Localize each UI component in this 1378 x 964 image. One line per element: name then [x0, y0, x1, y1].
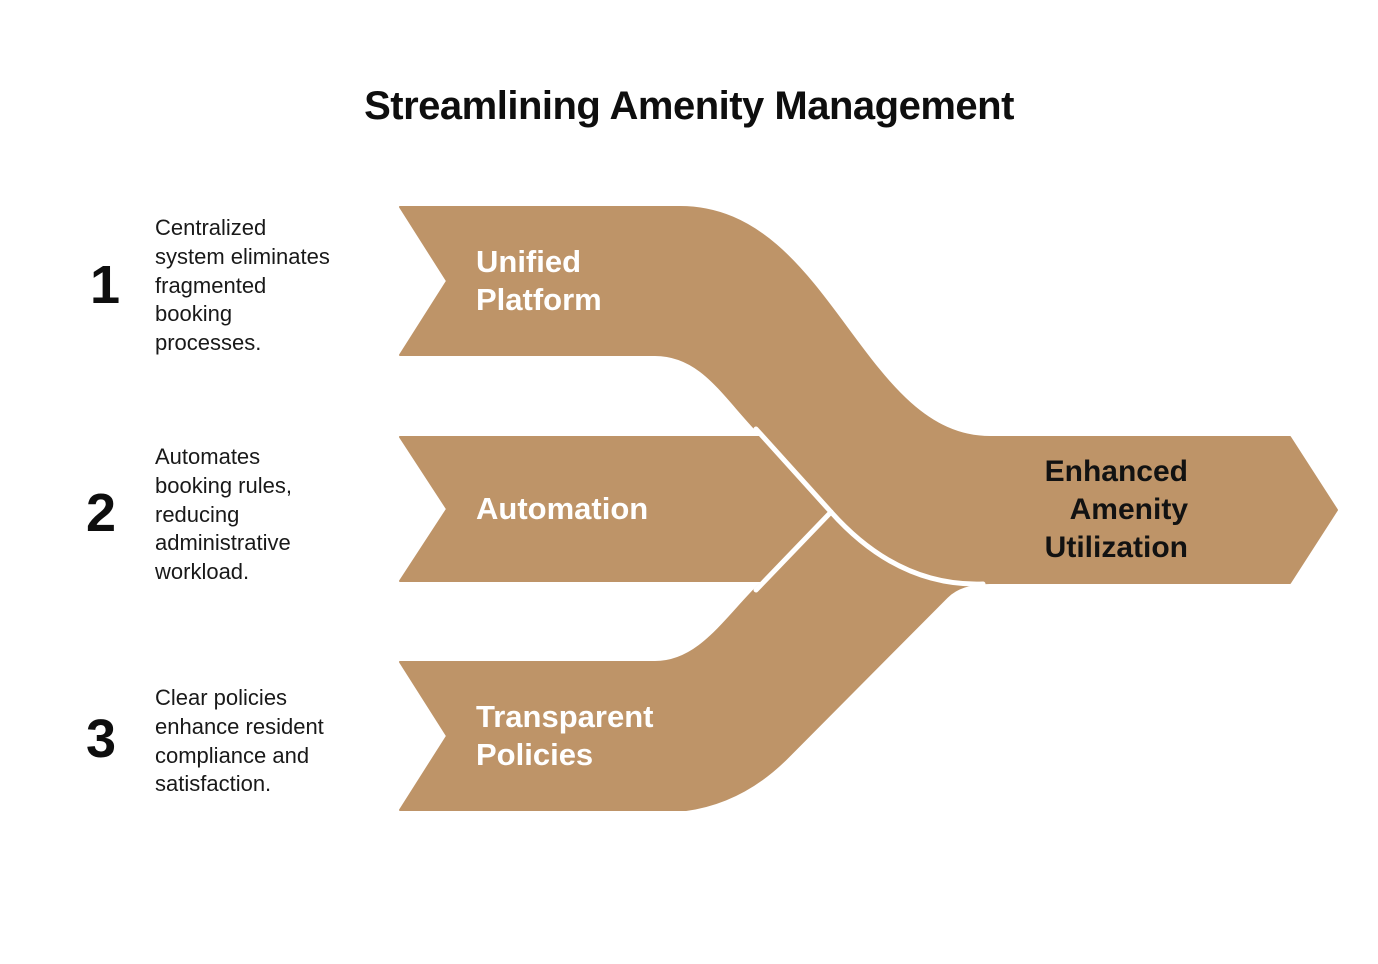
desc-line: booking: [155, 301, 233, 327]
outcome-label-line: Enhanced: [1044, 455, 1188, 488]
step-number-2: 2: [86, 483, 117, 543]
seam-band1-band2: [753, 426, 834, 515]
band-label-automation: Automation: [476, 437, 648, 581]
step-description-3: Clear policies enhance resident complian…: [155, 684, 395, 799]
seam-band2-band3: [753, 509, 834, 593]
step-number-1: 1: [90, 255, 121, 315]
band-label-line: Transparent: [476, 699, 654, 734]
desc-line: administrative: [155, 530, 291, 556]
desc-line: system eliminates: [155, 243, 330, 269]
outcome-label-line: Amenity: [1069, 493, 1188, 526]
band-label-unified-platform: Unified Platform: [476, 207, 602, 355]
page-title: Streamlining Amenity Management: [364, 84, 1014, 128]
desc-line: enhance resident: [155, 713, 324, 739]
desc-line: processes.: [155, 330, 262, 356]
outcome-label-line: Utilization: [1044, 531, 1188, 564]
desc-line: satisfaction.: [155, 771, 272, 797]
desc-line: Centralized: [155, 215, 267, 240]
desc-line: workload.: [155, 559, 250, 585]
outcome-label: Enhanced Amenity Utilization: [940, 437, 1188, 583]
band-label-line: Platform: [476, 282, 602, 317]
desc-line: Automates: [155, 444, 261, 469]
flow-bands-shape: [399, 206, 1338, 811]
step-number-3: 3: [86, 709, 117, 769]
desc-line: Clear policies: [155, 685, 288, 710]
band-label-line: Policies: [476, 737, 594, 772]
band-label-line: Unified: [476, 244, 582, 279]
step-description-2: Automates booking rules, reducing admini…: [155, 443, 395, 587]
desc-line: booking rules,: [155, 472, 292, 498]
band-label-line: Automation: [476, 491, 649, 526]
desc-line: reducing: [155, 501, 240, 527]
desc-line: compliance and: [155, 742, 310, 768]
step-description-1: Centralized system eliminates fragmented…: [155, 214, 395, 358]
seam-merge-curve: [828, 509, 986, 587]
band-label-transparent-policies: Transparent Policies: [476, 662, 653, 810]
desc-line: fragmented: [155, 272, 267, 298]
